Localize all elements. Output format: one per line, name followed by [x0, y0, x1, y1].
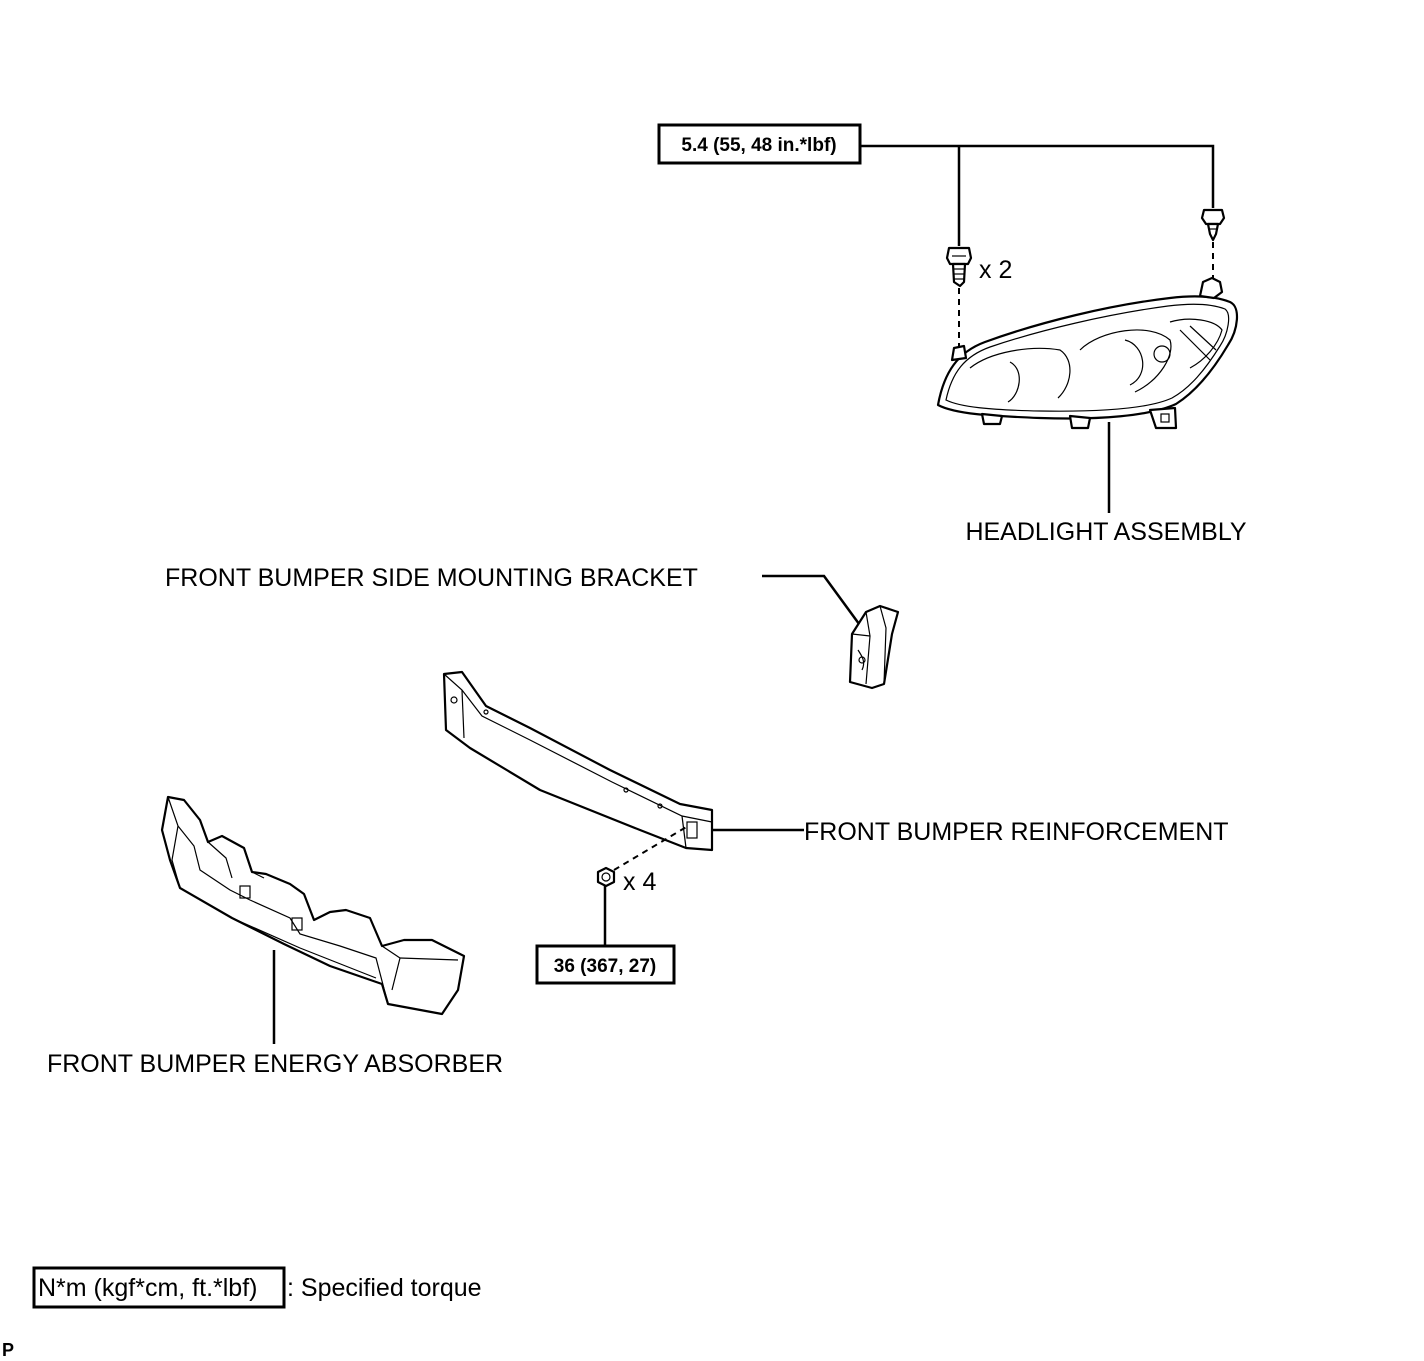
reinforcement-nut-icon — [596, 866, 616, 888]
legend-description: : Specified torque — [287, 1274, 482, 1302]
energy-absorber-drawing — [160, 795, 466, 1016]
headlight-assembly-label: HEADLIGHT ASSEMBLY — [965, 518, 1246, 546]
corner-mark: P — [2, 1340, 14, 1360]
side-mounting-bracket-label: FRONT BUMPER SIDE MOUNTING BRACKET — [165, 564, 698, 592]
headlight-screw-icon — [1200, 208, 1226, 242]
side-mounting-bracket-drawing — [848, 604, 900, 690]
nut-install-path — [613, 825, 689, 871]
headlight-bolt-qty: x 2 — [979, 256, 1012, 284]
nut-torque-value: 36 (367, 27) — [554, 956, 656, 977]
bumper-reinforcement-drawing — [442, 670, 714, 852]
energy-absorber-label: FRONT BUMPER ENERGY ABSORBER — [47, 1050, 503, 1078]
headlight-torque-box — [657, 123, 862, 165]
torque-legend: N*m (kgf*cm, ft.*lbf) : Specified torque — [32, 1266, 482, 1309]
nut-qty: x 4 — [623, 868, 656, 896]
nut-torque-box — [535, 944, 676, 985]
torque-leader-right — [860, 144, 1215, 208]
legend-unit-box — [32, 1266, 286, 1309]
bumper-reinforcement-label: FRONT BUMPER REINFORCEMENT — [804, 818, 1229, 846]
headlight-torque-value: 5.4 (55, 48 in.*lbf) — [681, 135, 836, 156]
headlight-assembly-drawing — [936, 276, 1238, 430]
legend-unit-text: N*m (kgf*cm, ft.*lbf) — [38, 1274, 257, 1302]
bracket-leader — [762, 574, 864, 629]
headlight-torque-callout: 5.4 (55, 48 in.*lbf) — [657, 123, 1215, 246]
headlight-bolt-icon — [945, 246, 973, 288]
